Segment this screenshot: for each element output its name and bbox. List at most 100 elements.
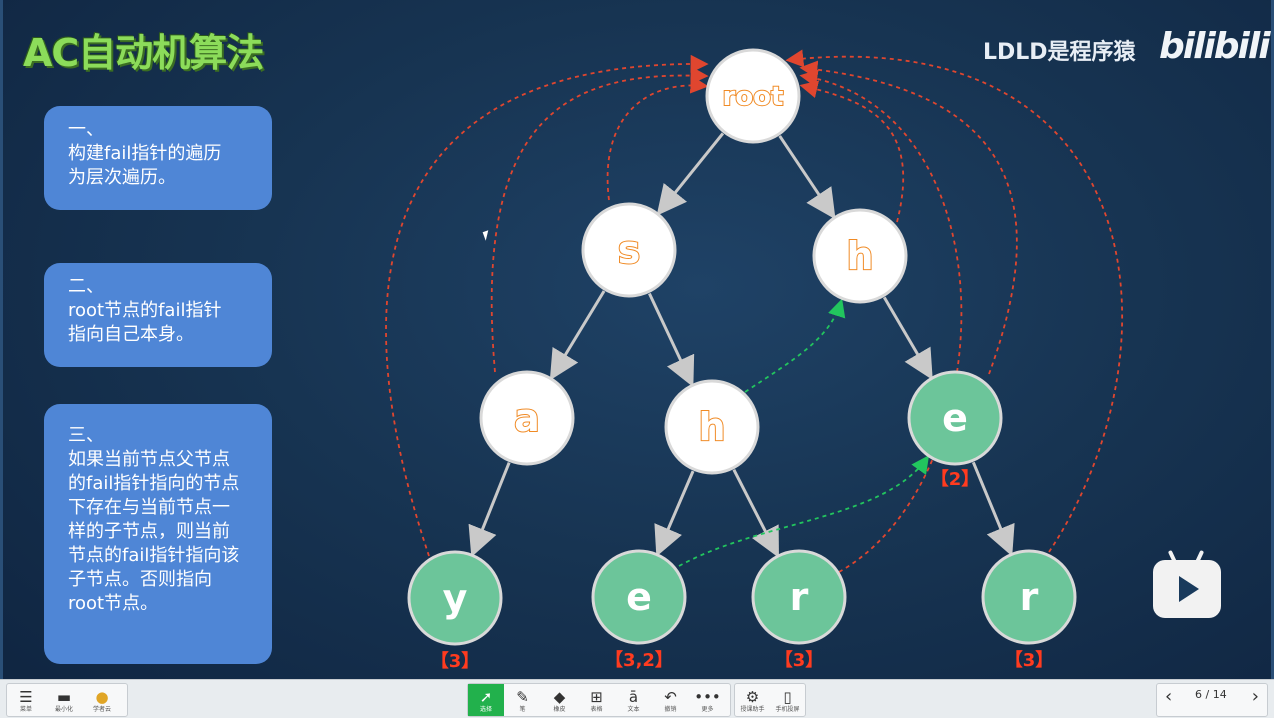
edge-h1-e1 xyxy=(882,296,933,381)
phone-cast-label: 手机投屏 xyxy=(775,705,800,713)
fail-link-y-root xyxy=(385,54,709,557)
more-button[interactable]: •••更多 xyxy=(689,684,726,716)
page-navigator: ‹ 6 / 14 › xyxy=(1156,683,1268,717)
undo-icon: ↶ xyxy=(664,687,677,706)
pen-icon: ✎ xyxy=(516,687,529,706)
edge-root-h1 xyxy=(778,135,836,220)
phone-icon: ▯ xyxy=(783,687,792,706)
trie-node-h2-label: h xyxy=(698,405,725,449)
table-icon: ⊞ xyxy=(590,687,603,706)
select-tool-label: 选择 xyxy=(479,705,492,713)
card-step-3-head: 三、 xyxy=(68,425,104,446)
fail-link-e2-e1 xyxy=(678,455,930,567)
fail-link-s-root xyxy=(606,75,709,201)
fail-link-a-root xyxy=(490,66,709,373)
trie-node-h1 xyxy=(812,208,908,304)
toolbar-left-group: ☰菜单 ▬最小化 ●学者云 xyxy=(6,683,128,717)
pen-tool-label: 笔 xyxy=(519,705,526,713)
trie-node-r2-output: 【3】 xyxy=(1005,650,1054,671)
avatar-label: 学者云 xyxy=(92,705,111,713)
edge-h2-r1 xyxy=(732,469,779,558)
avatar-button[interactable]: ●学者云 xyxy=(83,684,121,716)
trie-node-s xyxy=(581,202,677,298)
robot-icon: ⚙ xyxy=(745,687,760,706)
trie-node-r1 xyxy=(751,549,847,645)
trie-node-e2-output: 【3,2】 xyxy=(605,650,673,671)
edge-a-y xyxy=(468,462,511,558)
more-icon: ••• xyxy=(694,687,721,706)
phone-cast-button[interactable]: ▯手机投屏 xyxy=(770,684,805,716)
card-step-3: 三、 如果当前节点父节点 的fail指针指向的节点 下存在与当前节点一 样的子节… xyxy=(44,404,272,664)
assistant-label: 授课助手 xyxy=(740,705,765,713)
slide-title: AC自动机算法 xyxy=(23,31,264,75)
card-step-2-body: root节点的fail指针 指向自己本身。 xyxy=(68,300,222,345)
fail-link-h1-root xyxy=(799,80,905,223)
card-step-1-body: 构建fail指针的遍历 为层次遍历。 xyxy=(68,143,222,188)
edge-h2-e2 xyxy=(654,470,695,557)
table-tool-button[interactable]: ⊞表格 xyxy=(578,684,615,716)
trie-node-r1-label: r xyxy=(790,575,809,619)
trie-node-y-output: 【3】 xyxy=(431,651,480,672)
undo-label: 撤销 xyxy=(664,705,677,713)
trie-node-e1 xyxy=(907,370,1003,466)
card-step-2-head: 二、 xyxy=(68,276,104,297)
trie-node-y xyxy=(407,550,503,646)
trie-node-root xyxy=(705,48,801,144)
trie-node-e1-output: 【2】 xyxy=(931,469,980,490)
menu-button[interactable]: ☰菜单 xyxy=(7,684,45,716)
trie-node-a-label: a xyxy=(514,396,540,440)
trie-node-root-label: root xyxy=(723,82,784,112)
assistant-button[interactable]: ⚙授课助手 xyxy=(735,684,770,716)
trie-node-r1-output: 【3】 xyxy=(775,650,824,671)
trie-node-y-label: y xyxy=(443,576,468,620)
avatar-icon: ● xyxy=(95,687,109,706)
menu-icon: ☰ xyxy=(19,687,33,706)
select-icon: ➚ xyxy=(479,687,493,706)
card-step-1: 一、 构建fail指针的遍历 为层次遍历。 xyxy=(44,106,272,210)
minimize-button[interactable]: ▬最小化 xyxy=(45,684,83,716)
minimize-label: 最小化 xyxy=(54,705,73,713)
more-label: 更多 xyxy=(701,705,714,713)
trie-node-a xyxy=(479,370,575,466)
card-step-3-body: 如果当前节点父节点 的fail指针指向的节点 下存在与当前节点一 样的子节点，则… xyxy=(68,449,240,614)
card-step-2: 二、 root节点的fail指针 指向自己本身。 xyxy=(44,263,272,367)
toolbar-extra-group: ⚙授课助手 ▯手机投屏 xyxy=(734,683,806,717)
tv-play-icon[interactable] xyxy=(1153,549,1221,618)
trie-node-e2-label: e xyxy=(626,575,652,619)
trie-node-e2 xyxy=(591,549,687,645)
prev-page-button[interactable]: ‹ xyxy=(1165,686,1173,707)
eraser-icon: ◆ xyxy=(553,687,566,706)
fail-link-e1-root xyxy=(799,60,1018,375)
trie-node-r2 xyxy=(981,549,1077,645)
fail-link-h2-h1 xyxy=(744,298,846,393)
eraser-tool-button[interactable]: ◆橡皮 xyxy=(541,684,578,716)
trie-node-e1-label: e xyxy=(942,396,968,440)
minimize-icon: ▬ xyxy=(56,687,72,706)
text-icon: ā xyxy=(628,687,639,706)
edge-e1-r2 xyxy=(971,461,1015,557)
author-watermark: LDLD是程序猿 xyxy=(983,40,1136,65)
fail-link-r2-root xyxy=(785,49,1124,553)
text-tool-label: 文本 xyxy=(627,705,640,713)
edge-s-a xyxy=(549,290,606,381)
eraser-tool-label: 橡皮 xyxy=(553,705,566,713)
trie-node-s-label: s xyxy=(618,228,641,272)
trie-node-r2-label: r xyxy=(1020,575,1039,619)
trie-node-h2 xyxy=(664,379,760,475)
card-step-1-head: 一、 xyxy=(68,119,104,140)
pen-tool-button[interactable]: ✎笔 xyxy=(504,684,541,716)
undo-button[interactable]: ↶撤销 xyxy=(652,684,689,716)
table-tool-label: 表格 xyxy=(590,705,603,713)
bilibili-logo: bilibili xyxy=(1159,26,1271,67)
edge-s-h2 xyxy=(648,292,695,388)
select-tool-button[interactable]: ➚选择 xyxy=(468,684,504,716)
page-number: 6 / 14 xyxy=(1195,688,1227,701)
menu-label: 菜单 xyxy=(19,705,32,713)
next-page-button[interactable]: › xyxy=(1251,686,1259,707)
fail-link-r1-root xyxy=(799,69,963,573)
